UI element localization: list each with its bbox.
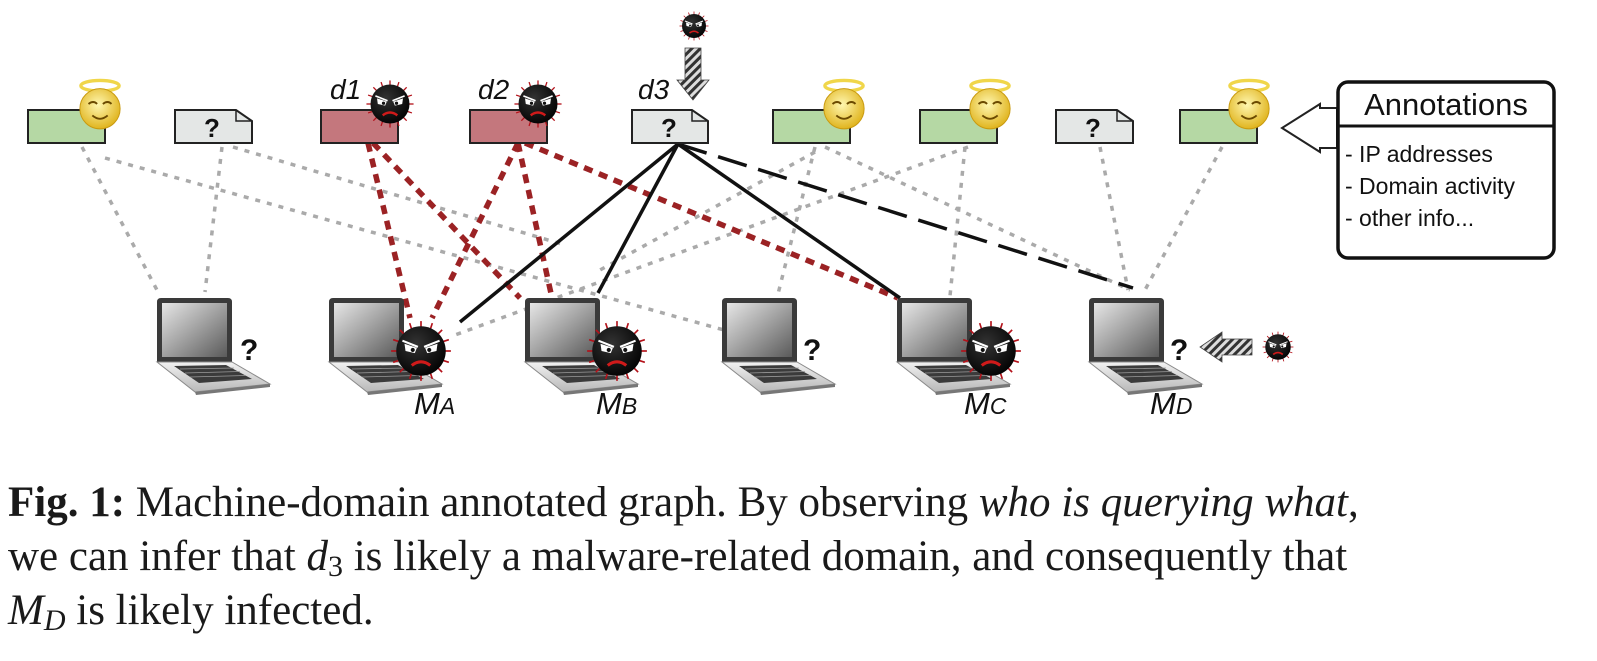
domain-label-d2: d2 bbox=[478, 74, 510, 105]
unknown-domain-d3: ? d3 bbox=[631, 10, 710, 144]
unknown-mark: ? bbox=[1085, 113, 1101, 143]
machine-nodes: ? MA MB ? MC ? MD bbox=[156, 297, 1295, 421]
angel-face-icon bbox=[968, 78, 1012, 131]
machine-unknown-4: ? bbox=[721, 297, 836, 396]
caption-math-d3: d3 bbox=[306, 533, 343, 583]
domain-label-d3: d3 bbox=[638, 74, 670, 105]
unknown-mark: ? bbox=[803, 334, 821, 367]
edge-d1-mb bbox=[371, 141, 522, 300]
malware-face-icon bbox=[389, 319, 453, 383]
edge-g1-m4 bbox=[104, 156, 761, 342]
unknown-mark: ? bbox=[240, 334, 258, 367]
edge-d3-mb bbox=[596, 143, 680, 294]
edge-g2-md bbox=[824, 145, 1131, 292]
edge-d2-mb bbox=[515, 142, 555, 299]
edge-d1-ma bbox=[365, 142, 413, 319]
benign-domain-3 bbox=[919, 78, 1012, 144]
malicious-domain-d1: d1 bbox=[320, 74, 415, 144]
annotation-item: - other info... bbox=[1345, 205, 1474, 231]
caption-text: Machine-domain annotated graph. By obser… bbox=[125, 479, 979, 526]
caption-text: is likely infected. bbox=[65, 587, 374, 634]
unknown-domain-3: ? bbox=[1055, 109, 1134, 144]
edge-g2-m4 bbox=[776, 146, 817, 295]
machine-label-ma: MA bbox=[414, 386, 455, 421]
hatched-arrow-icon bbox=[676, 47, 710, 101]
edge-u3-md bbox=[1098, 146, 1130, 291]
domain-nodes: ? d1 d2 ? d3 bbox=[27, 10, 1271, 144]
malware-face-icon bbox=[585, 319, 649, 383]
benign-domain-2 bbox=[772, 78, 866, 144]
malicious-domain-d2: d2 bbox=[469, 74, 563, 144]
machine-mb: MB bbox=[524, 297, 649, 421]
malware-face-icon bbox=[365, 79, 415, 129]
malware-face-icon bbox=[513, 79, 563, 129]
angel-face-icon bbox=[822, 78, 866, 131]
edge-g2-mb bbox=[599, 150, 816, 272]
machine-domain-graph: ? d1 d2 ? d3 bbox=[27, 10, 1556, 421]
machine-md: ? MD bbox=[1088, 297, 1295, 421]
edge-d3-mc bbox=[677, 142, 901, 300]
unknown-mark: ? bbox=[661, 113, 677, 143]
caption-text: , bbox=[1347, 479, 1359, 526]
edge-d3-ma bbox=[458, 142, 680, 324]
edge-d3-md bbox=[677, 142, 1134, 290]
d3-query-edges bbox=[458, 142, 1134, 324]
caption-text: we can infer that bbox=[8, 533, 307, 580]
unknown-mark: ? bbox=[204, 113, 220, 143]
edge-u1-mb bbox=[232, 145, 566, 247]
hollow-arrow-icon bbox=[1280, 102, 1338, 154]
caption-emphasis: who is querying what bbox=[978, 479, 1348, 526]
benign-domain-4 bbox=[1179, 78, 1271, 144]
machine-ma: MA bbox=[328, 297, 455, 421]
benign-query-edges bbox=[80, 145, 1224, 342]
edge-u1-m1 bbox=[203, 146, 224, 293]
caption-text: is likely a malware-related domain, and … bbox=[342, 533, 1348, 580]
unknown-mark: ? bbox=[1170, 334, 1188, 367]
annotations-panel: Annotations - IP addresses - Domain acti… bbox=[1280, 80, 1556, 260]
edge-d2-ma bbox=[429, 141, 521, 320]
machine-label-mc: MC bbox=[964, 386, 1007, 421]
malware-face-icon bbox=[959, 319, 1023, 383]
unknown-domain-1: ? bbox=[174, 109, 253, 144]
machine-label-mb: MB bbox=[596, 386, 637, 421]
caption-math-md: MD bbox=[8, 587, 66, 637]
figure-caption: Fig. 1: Machine-domain annotated graph. … bbox=[8, 476, 1593, 638]
angel-face-icon bbox=[78, 78, 122, 131]
edge-g4-md bbox=[1143, 146, 1224, 291]
figure-number: Fig. 1: bbox=[8, 479, 126, 526]
angel-face-icon bbox=[1227, 78, 1271, 131]
malware-face-icon bbox=[1261, 330, 1295, 364]
machine-mc: MC bbox=[896, 297, 1023, 421]
annotations-title: Annotations bbox=[1364, 87, 1528, 122]
edge-g1-m1 bbox=[80, 146, 160, 293]
malicious-query-edges bbox=[365, 140, 900, 320]
annotation-item: - IP addresses bbox=[1345, 141, 1493, 167]
domain-label-d1: d1 bbox=[330, 74, 361, 105]
benign-domain-1 bbox=[27, 78, 122, 144]
annotation-item: - Domain activity bbox=[1345, 173, 1515, 199]
machine-unknown-1: ? bbox=[156, 297, 271, 396]
malware-face-icon bbox=[678, 10, 710, 42]
machine-label-md: MD bbox=[1150, 386, 1192, 421]
edge-d2-mc bbox=[523, 140, 900, 301]
hatched-arrow-icon bbox=[1199, 331, 1253, 363]
edge-g3-mc bbox=[948, 146, 967, 297]
